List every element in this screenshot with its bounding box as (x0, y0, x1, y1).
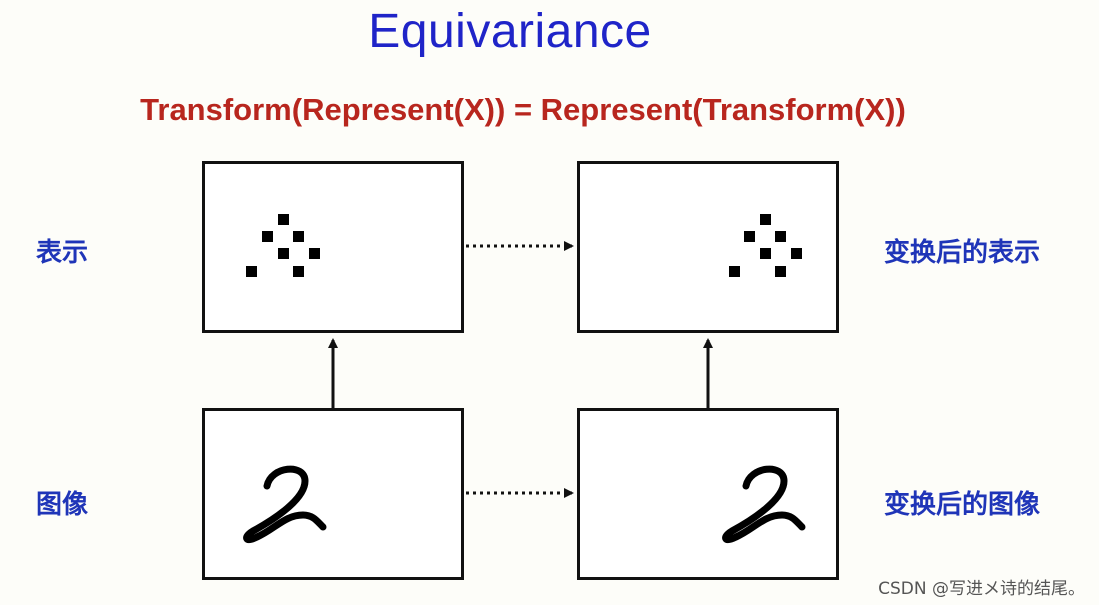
handwritten-digit-2-icon (243, 465, 327, 543)
handwritten-digit-2-icon (722, 465, 806, 543)
equivariance-formula: Transform(Represent(X)) = Represent(Tran… (140, 92, 906, 127)
label-representation: 表示 (36, 238, 89, 268)
diagram-title: Equivariance (368, 5, 652, 58)
dot-pattern-icon (246, 214, 320, 277)
watermark: CSDN @写进メ诗的结尾。 (878, 579, 1085, 599)
transformed-image-box (577, 408, 839, 580)
dot-pattern-icon (729, 214, 802, 277)
representation-box (202, 161, 464, 333)
image-box (202, 408, 464, 580)
label-transformed-image: 变换后的图像 (884, 490, 1041, 520)
label-image: 图像 (36, 490, 89, 520)
transformed-representation-box (577, 161, 839, 333)
label-transformed-representation: 变换后的表示 (884, 238, 1041, 268)
